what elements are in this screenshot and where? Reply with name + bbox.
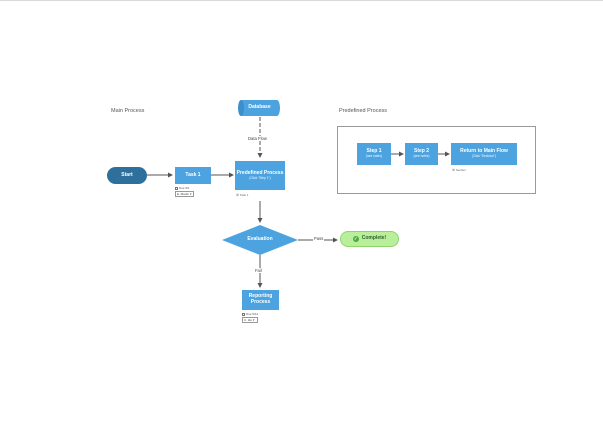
chevron-down-icon: ▾ [190, 192, 192, 196]
step-2-node[interactable]: Step 2 (see notes) [405, 143, 438, 165]
task-1-meta: Due 5/1 E. Martin ▾ [175, 186, 194, 197]
fail-label: Fail [254, 268, 263, 273]
task-1-owner: E. Martin [177, 192, 190, 196]
step-2-hint: (see notes) [413, 154, 430, 159]
predefined-process-node[interactable]: Predefined Process (Click "Step 1") [235, 161, 285, 190]
step-1-label: Step 1 [366, 148, 382, 155]
check-icon: ✓ [352, 236, 359, 242]
reporting-meta: Due 5/12 C. Ido ▾ [242, 312, 259, 323]
return-main-flow-node[interactable]: Return to Main Flow (Click "Decision") [451, 143, 517, 165]
step-2-label: Step 2 [413, 148, 429, 155]
evaluation-label: Evaluation [247, 236, 273, 243]
step-1-node[interactable]: Step 1 (see notes) [357, 143, 391, 165]
task-1-label: Task 1 [185, 171, 201, 178]
start-label: Start [121, 171, 133, 178]
predefined-link[interactable]: ⌘ Task 1 [236, 193, 249, 197]
calendar-icon [242, 312, 245, 316]
database-label: Database [248, 104, 271, 111]
database-node[interactable]: Database [244, 100, 275, 116]
evaluation-node[interactable]: Evaluation [236, 235, 284, 245]
reporting-due: Due 5/12 [246, 312, 259, 316]
task-1-due: Due 5/1 [179, 186, 190, 190]
section-link[interactable]: ⌘ Section [452, 168, 466, 172]
predefined-process-frame [337, 126, 536, 194]
return-main-flow-hint: (Click "Decision") [471, 154, 497, 159]
reporting-owner-select[interactable]: C. Ido ▾ [242, 317, 259, 323]
top-border [0, 0, 603, 1]
task-1-due-row: Due 5/1 [175, 186, 194, 190]
chevron-down-icon: ▾ [253, 318, 255, 322]
task-1-node[interactable]: Task 1 [175, 167, 211, 184]
complete-node[interactable]: ✓ Complete! [340, 231, 399, 247]
predefined-process-title: Predefined Process [339, 108, 387, 114]
complete-label: Complete! [361, 235, 387, 242]
evaluation-diamond[interactable] [222, 225, 298, 255]
reporting-due-row: Due 5/12 [242, 312, 258, 316]
reporting-process-label: Reporting Process [248, 293, 273, 305]
main-process-title: Main Process [111, 108, 145, 114]
reporting-owner: C. Ido [244, 318, 253, 322]
return-main-flow-label: Return to Main Flow [460, 148, 508, 155]
predefined-process-label: Predefined Process [236, 169, 284, 176]
database-shape[interactable] [238, 100, 280, 116]
task-1-owner-select[interactable]: E. Martin ▾ [175, 191, 194, 197]
pass-label: Pass [313, 236, 325, 241]
reporting-process-node[interactable]: Reporting Process [242, 290, 279, 310]
predefined-process-hint: (Click "Step 1") [249, 175, 271, 180]
start-node[interactable]: Start [107, 167, 147, 184]
data-flow-label: Data Flow [247, 136, 268, 141]
calendar-icon [175, 186, 178, 190]
step-1-hint: (see notes) [366, 154, 382, 159]
